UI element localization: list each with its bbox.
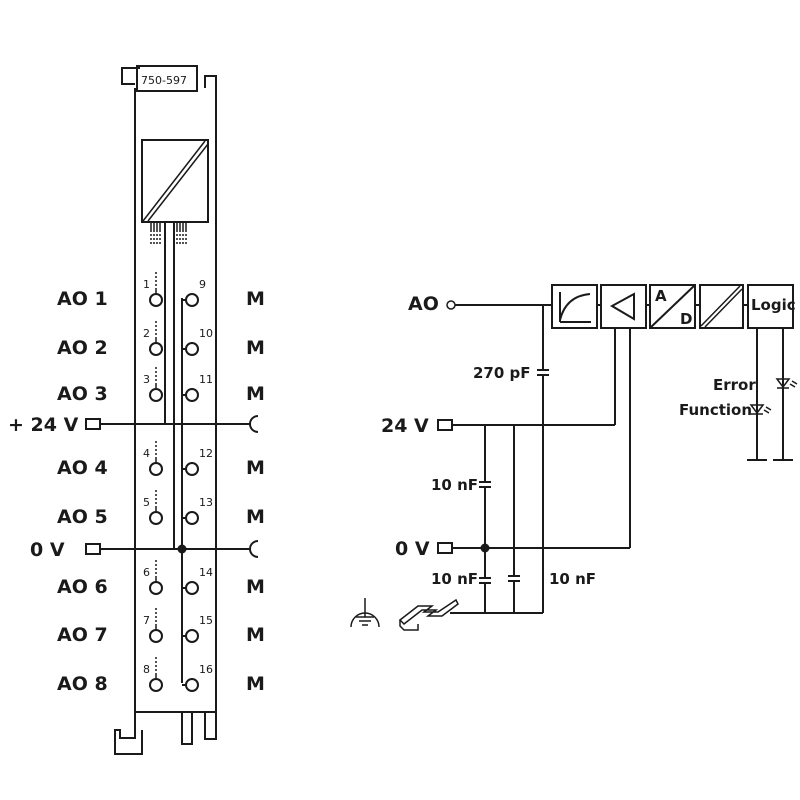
channel-label: AO 6 — [57, 576, 108, 598]
plus24v-terminal — [85, 418, 101, 430]
svg-text:Logic: Logic — [751, 296, 796, 314]
terminal-number: 14 — [199, 566, 213, 579]
amplifier-block — [600, 284, 647, 329]
function-led-icon — [749, 404, 772, 415]
zero-v-contact — [249, 540, 259, 558]
channel-label: AO 4 — [57, 457, 108, 479]
terminal-number: 2 — [143, 327, 150, 340]
ground-label: M — [246, 624, 265, 646]
filter-block — [551, 284, 598, 329]
channel-label: AO 3 — [57, 383, 108, 405]
m-terminal[interactable] — [185, 388, 199, 402]
plus24v-contact — [249, 415, 259, 433]
channel-label: AO 1 — [57, 288, 108, 310]
svg-text:10 nF: 10 nF — [431, 570, 478, 588]
zero-v-terminal — [85, 543, 101, 555]
m-terminal[interactable] — [185, 629, 199, 643]
channel-label: AO 8 — [57, 673, 108, 695]
ao-label: AO — [408, 293, 439, 315]
ground-label: M — [246, 457, 265, 479]
part-number: 750-597 — [141, 74, 187, 87]
ao-terminal[interactable] — [149, 293, 163, 307]
terminal-number: 7 — [143, 614, 150, 627]
svg-text:24 V: 24 V — [381, 415, 429, 437]
terminal-number: 3 — [143, 373, 150, 386]
m-terminal[interactable] — [185, 462, 199, 476]
ground-label: M — [246, 673, 265, 695]
module-body: 750-597 — [114, 65, 217, 755]
m-terminal[interactable] — [185, 293, 199, 307]
svg-text:Error: Error — [713, 376, 756, 394]
logic-block — [747, 284, 794, 329]
ao-terminal[interactable] — [149, 629, 163, 643]
terminal-number: 9 — [199, 278, 206, 291]
terminal-number: 12 — [199, 447, 213, 460]
terminal-number: 16 — [199, 663, 213, 676]
svg-text:270 pF: 270 pF — [473, 364, 531, 382]
ground-label: M — [246, 576, 265, 598]
ao-terminal[interactable] — [149, 388, 163, 402]
terminal-number: 13 — [199, 496, 213, 509]
svg-text:10 nF: 10 nF — [431, 476, 478, 494]
terminal-number: 5 — [143, 496, 150, 509]
ground-label: M — [246, 506, 265, 528]
plus24v-label: + 24 V — [8, 414, 79, 436]
svg-text:D: D — [680, 310, 692, 328]
terminal-number: 11 — [199, 373, 213, 386]
ad-converter-block — [649, 284, 696, 329]
m-terminal[interactable] — [185, 342, 199, 356]
isolation-block — [699, 284, 744, 329]
m-terminal[interactable] — [185, 511, 199, 525]
m-terminal[interactable] — [185, 581, 199, 595]
ao-terminal[interactable] — [149, 581, 163, 595]
din-rail-icon — [398, 598, 459, 631]
ground-label: M — [246, 337, 265, 359]
error-led-icon — [775, 378, 798, 389]
channel-label: AO 2 — [57, 337, 108, 359]
terminal-number: 6 — [143, 566, 150, 579]
svg-text:Function: Function — [679, 401, 752, 419]
zero-v-label: 0 V — [30, 539, 65, 561]
terminal-number: 1 — [143, 278, 150, 291]
svg-text:A: A — [655, 287, 667, 305]
svg-text:0 V: 0 V — [395, 538, 430, 560]
terminal-number: 8 — [143, 663, 150, 676]
schematic: AO A D Logic Error Function 270 — [350, 284, 798, 631]
ao-terminal[interactable] — [149, 342, 163, 356]
ao-terminal[interactable] — [149, 511, 163, 525]
ground-label: M — [246, 383, 265, 405]
m-terminal[interactable] — [185, 678, 199, 692]
channel-label: AO 7 — [57, 624, 108, 646]
ground-label: M — [246, 288, 265, 310]
ao-terminal[interactable] — [149, 678, 163, 692]
svg-text:10 nF: 10 nF — [549, 570, 596, 588]
earth-ground-icon — [350, 598, 380, 628]
part-label-box — [136, 65, 198, 92]
terminal-number: 15 — [199, 614, 213, 627]
terminal-number: 10 — [199, 327, 213, 340]
ao-terminal[interactable] — [149, 462, 163, 476]
terminal-number: 4 — [143, 447, 150, 460]
channel-label: AO 5 — [57, 506, 108, 528]
